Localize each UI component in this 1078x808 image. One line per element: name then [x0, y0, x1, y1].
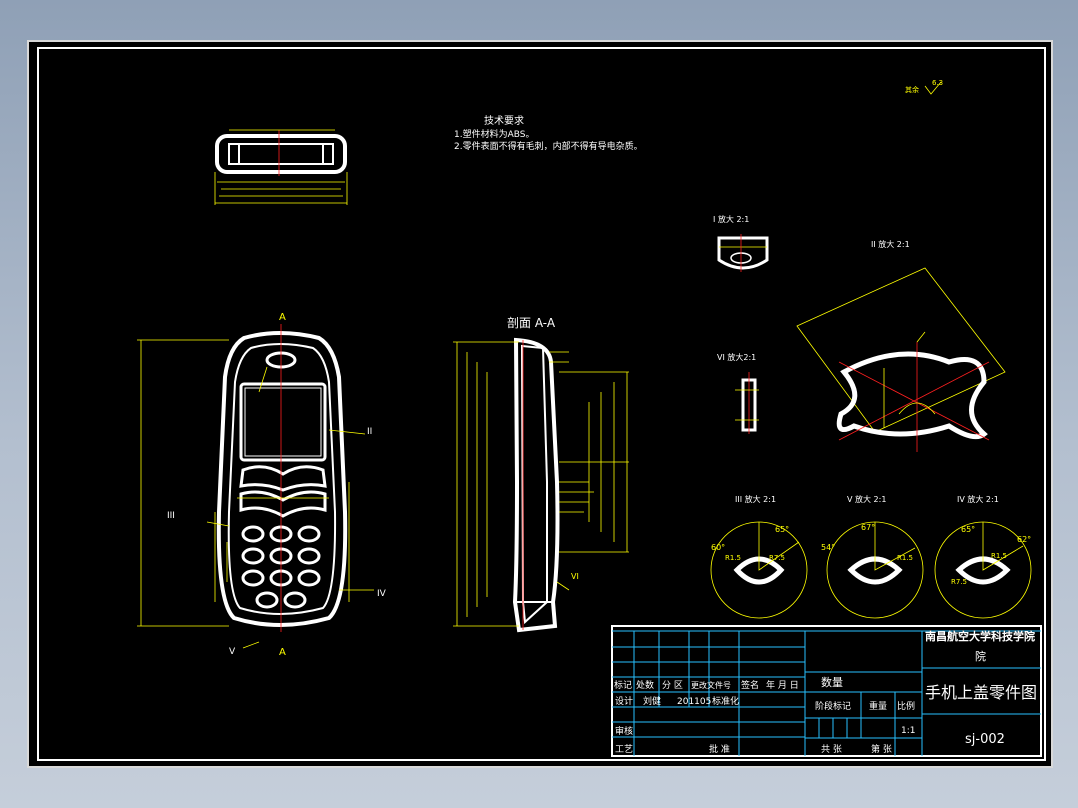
cut-label-bottom: A [279, 647, 286, 658]
detail-i: I 放大 2:1 [713, 214, 769, 272]
school-name: 南昌航空大学科技学院 [925, 629, 1035, 643]
detail-iv: IV 放大 2:1 65° 62° R1.5 R7.5 [934, 494, 1032, 619]
design-label: 设计 [615, 695, 633, 707]
detail-iii-angle-top: 65° [775, 525, 789, 534]
stage-label: 阶段标记 [815, 700, 851, 712]
cad-drawing-canvas: 其余 6.3 技术要求 1.塑件材料为ABS。 2.零件表面不得有毛刺，内部不得… [37, 47, 1046, 761]
detail-iii-radius-b: R1.5 [725, 554, 741, 562]
roughness-label: 其余 [905, 85, 919, 94]
detail-iv-label: IV 放大 2:1 [957, 494, 999, 504]
sheet-number: 第 张 [871, 743, 892, 755]
approve-label: 批 准 [709, 743, 730, 755]
detail-iii-radius-a: R7.5 [769, 554, 785, 562]
header-change-doc: 更改文件号 [691, 680, 731, 690]
school-name-tail: 院 [975, 649, 986, 663]
header-signature: 签名 [741, 679, 759, 691]
detail-ii-label: II 放大 2:1 [871, 239, 910, 249]
review-label: 审核 [615, 725, 633, 737]
detail-v-angle-top: 67° [861, 523, 875, 532]
detail-iv-radius-b: R7.5 [951, 578, 967, 586]
standardization-label: 标准化 [712, 695, 739, 707]
drawing-title: 手机上盖零件图 [925, 683, 1037, 702]
tech-requirements: 技术要求 1.塑件材料为ABS。 2.零件表面不得有毛刺，内部不得有导电杂质。 [454, 114, 643, 152]
header-zone: 分 区 [662, 680, 683, 691]
detail-vi: VI 放大2:1 [717, 352, 759, 434]
drawing-number: sj-002 [965, 732, 1005, 747]
detail-iv-radius-a: R1.5 [991, 552, 1007, 560]
roughness-note: 其余 6.3 [905, 79, 943, 95]
tech-requirement-1: 1.塑件材料为ABS。 [454, 128, 534, 140]
header-mark: 标记 [614, 679, 632, 691]
detail-v: V 放大 2:1 67° 54° R1.5 [821, 494, 924, 619]
quantity-label: 数量 [821, 676, 843, 689]
marker-vi: VI [571, 572, 579, 581]
roughness-symbol-icon [924, 81, 942, 95]
tech-requirements-title: 技术要求 [484, 114, 524, 127]
weight-label: 重量 [869, 700, 887, 712]
detail-v-radius: R1.5 [897, 554, 913, 562]
detail-v-label: V 放大 2:1 [847, 494, 886, 504]
sheets-total: 共 张 [821, 744, 842, 755]
marker-ii: II [367, 427, 372, 437]
scale-label: 比例 [897, 700, 915, 712]
drawing-sheet: 其余 6.3 技术要求 1.塑件材料为ABS。 2.零件表面不得有毛刺，内部不得… [27, 40, 1053, 768]
designer-name: 刘健 [643, 695, 661, 707]
detail-iii-angle-left: 60° [711, 543, 725, 552]
process-label: 工艺 [615, 744, 633, 755]
header-date: 年 月 日 [766, 679, 799, 691]
marker-iii: III [167, 511, 175, 521]
detail-iv-angle-top: 65° [961, 525, 975, 534]
tech-requirement-2: 2.零件表面不得有毛刺，内部不得有导电杂质。 [454, 140, 643, 152]
detail-iv-angle-right: 62° [1017, 535, 1031, 544]
cut-label-top: A [279, 312, 286, 323]
detail-i-label: I 放大 2:1 [713, 214, 749, 224]
detail-iii: III 放大 2:1 65° 60° R7.5 R1.5 [710, 494, 808, 619]
section-title: 剖面 A-A [507, 316, 556, 330]
header-count: 处数 [636, 679, 654, 691]
detail-v-angle-left: 54° [821, 543, 835, 552]
marker-v: V [229, 647, 236, 657]
scale-value: 1:1 [901, 726, 915, 736]
title-block: 南昌航空大学科技学院 院 手机上盖零件图 sj-002 标记 处数 分 区 更改… [611, 625, 1042, 757]
front-view: A A II III IV V [137, 312, 387, 658]
detail-vi-label: VI 放大2:1 [717, 352, 756, 362]
inner-frame [37, 47, 1046, 761]
roughness-value: 6.3 [932, 79, 943, 87]
top-view [214, 129, 348, 205]
marker-iv: IV [377, 589, 387, 599]
detail-iii-label: III 放大 2:1 [735, 494, 776, 504]
design-date: 201105 [677, 697, 711, 707]
section-view: 剖面 A-A VI [453, 316, 629, 633]
detail-ii: II 放大 2:1 [796, 239, 1006, 452]
